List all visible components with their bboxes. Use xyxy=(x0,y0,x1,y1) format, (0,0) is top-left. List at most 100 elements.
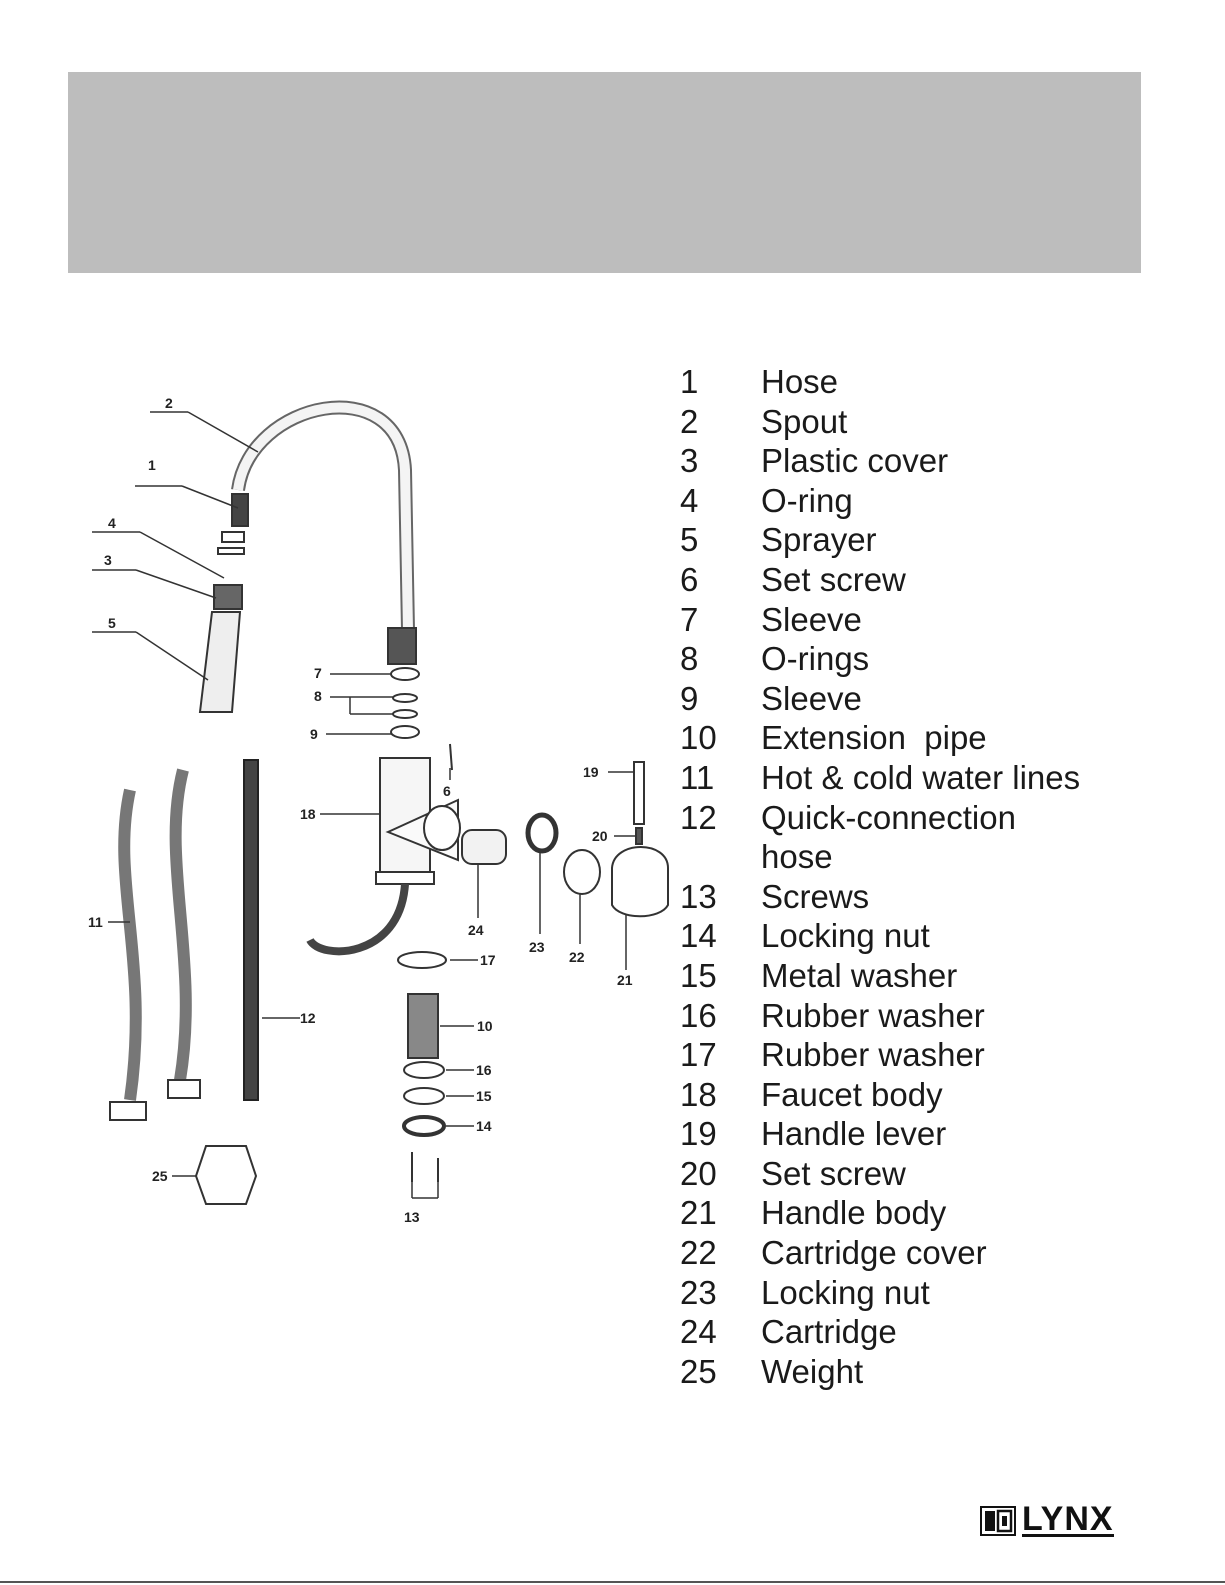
part-number: 7 xyxy=(680,600,699,638)
handle-lever-shape xyxy=(633,761,645,825)
part-number: 13 xyxy=(680,877,717,915)
part-number: 5 xyxy=(680,521,699,559)
callout-label: 6 xyxy=(443,783,451,799)
callout-label: 2 xyxy=(165,395,173,411)
part-name: Hot & cold water lines xyxy=(761,758,1081,796)
part-row: 15 Metal washer xyxy=(680,956,1150,996)
hose-shape xyxy=(231,493,249,527)
part-name: Hose xyxy=(761,363,839,400)
part-name: O-ring xyxy=(761,481,853,519)
locking-nut-23-shape xyxy=(525,812,559,854)
cartridge-cover-shape xyxy=(563,849,601,895)
part-name: O-rings xyxy=(761,640,870,678)
part-number: 23 xyxy=(680,1273,717,1311)
part-name: Quick-connection hose xyxy=(761,798,1016,876)
header-band xyxy=(68,72,1141,273)
part-name: Rubber washer xyxy=(761,996,985,1034)
cartridge-shape xyxy=(461,829,507,865)
part-row: 6 Set screw xyxy=(680,560,1150,600)
callout-label: 13 xyxy=(404,1209,420,1225)
part-name: Locking nut xyxy=(761,917,930,955)
callout-label: 5 xyxy=(108,615,116,631)
sleeve-7-shape xyxy=(390,667,420,681)
part-number: 15 xyxy=(680,956,717,994)
part-name: Rubber washer xyxy=(761,1036,985,1074)
part-name: Metal washer xyxy=(761,956,958,994)
part-name: Screws xyxy=(761,877,870,915)
locking-nut-14-shape xyxy=(402,1115,446,1137)
sprayer-shape xyxy=(198,611,242,713)
part-number: 10 xyxy=(680,719,717,757)
part-number: 14 xyxy=(680,917,717,955)
quick-connection-hose-shape xyxy=(306,883,409,956)
callout-label: 19 xyxy=(583,764,599,780)
handle-body-shape xyxy=(611,846,669,918)
part-name: Cartridge xyxy=(761,1313,897,1351)
part-row: 4 O-ring xyxy=(680,481,1150,521)
callout-label: 16 xyxy=(476,1062,492,1078)
callout-label: 12 xyxy=(300,1010,316,1026)
part-row: 8 O-rings xyxy=(680,639,1150,679)
callout-label: 8 xyxy=(314,688,322,704)
part-number: 8 xyxy=(680,640,699,678)
part-row: 20 Set screw xyxy=(680,1154,1150,1194)
rubber-washer-16-shape xyxy=(403,1061,445,1079)
part-row: 13 Screws xyxy=(680,877,1150,917)
part-name: Plastic cover xyxy=(761,442,949,480)
callout-label: 17 xyxy=(480,952,496,968)
callout-label: 14 xyxy=(476,1118,492,1134)
plastic-cover-shape xyxy=(213,584,243,610)
part-number: 3 xyxy=(680,442,699,480)
part-row: 22 Cartridge cover xyxy=(680,1233,1150,1273)
part-name: Sleeve xyxy=(761,679,862,717)
lynx-logo-icon xyxy=(980,1505,1016,1536)
callout-label: 3 xyxy=(104,552,112,568)
part-row: 14 Locking nut xyxy=(680,916,1150,956)
part-number: 4 xyxy=(680,481,699,519)
part-name: Set screw xyxy=(761,560,906,598)
part-number: 11 xyxy=(680,758,715,796)
part-number: 12 xyxy=(680,798,717,836)
set-screw-20-shape xyxy=(635,827,643,845)
part-name: Spout xyxy=(761,402,848,440)
part-number: 21 xyxy=(680,1194,717,1232)
water-line-hot-shape xyxy=(118,788,142,1101)
callout-label: 24 xyxy=(468,922,484,938)
part-number: 6 xyxy=(680,560,699,598)
spout-collar-shape xyxy=(387,627,417,665)
callout-label: 23 xyxy=(529,939,545,955)
water-line-cold-shape xyxy=(169,768,192,1081)
callout-label: 9 xyxy=(310,726,318,742)
callout-label: 7 xyxy=(314,665,322,681)
part-row: 7 Sleeve xyxy=(680,600,1150,640)
set-screw-6-shape xyxy=(449,743,453,771)
callout-label: 22 xyxy=(569,949,585,965)
part-number: 22 xyxy=(680,1234,717,1272)
callout-label: 1 xyxy=(148,457,156,473)
part-name: Cartridge cover xyxy=(761,1234,987,1272)
part-number: 18 xyxy=(680,1075,717,1113)
exploded-faucet-diagram: 1 2 3 4 5 6 7 8 9 10 11 12 13 14 15 16 1… xyxy=(88,395,669,1225)
part-row: 11 Hot & cold water lines xyxy=(680,758,1150,798)
rubber-washer-17-shape xyxy=(397,951,447,969)
callout-label: 21 xyxy=(617,972,633,988)
callout-label: 11 xyxy=(88,914,103,930)
part-name: Set screw xyxy=(761,1154,906,1192)
callout-label: 20 xyxy=(592,828,608,844)
part-number: 20 xyxy=(680,1154,717,1192)
oring-shape xyxy=(221,531,245,543)
part-name: Sleeve xyxy=(761,600,862,638)
